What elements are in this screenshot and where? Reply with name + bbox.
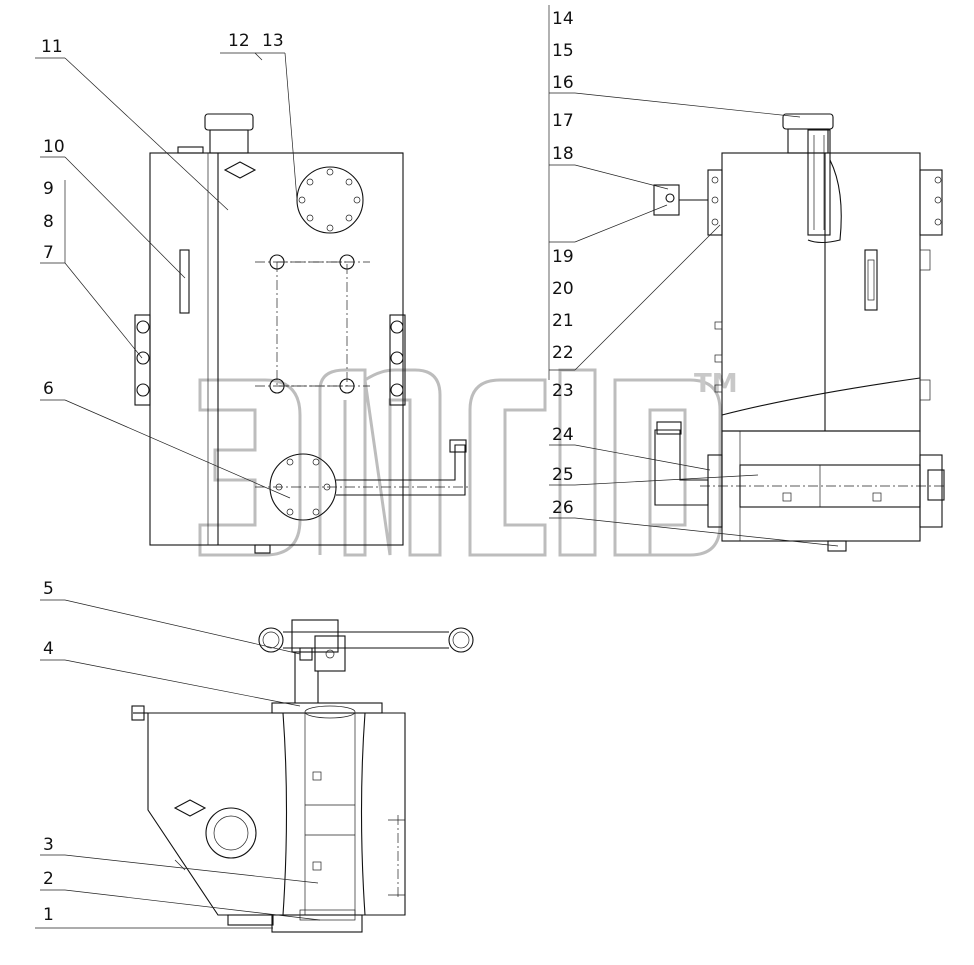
watermark-logo: TM: [198, 368, 738, 557]
callout-labels: 11 12 13 10 9 8 7 6 14 15 16 17 18 19 20…: [41, 9, 574, 925]
callout-24: 24: [552, 425, 574, 445]
callout-12: 12: [228, 31, 250, 51]
callout-22: 22: [552, 343, 574, 363]
callout-9: 9: [43, 179, 54, 199]
side-view: [653, 113, 945, 552]
callout-26: 26: [552, 498, 574, 518]
callout-17: 17: [552, 111, 574, 131]
callout-5: 5: [43, 579, 54, 599]
watermark-tm: TM: [694, 369, 738, 399]
callout-20: 20: [552, 279, 574, 299]
callout-6: 6: [43, 379, 54, 399]
callout-18: 18: [552, 144, 574, 164]
callout-2: 2: [43, 869, 54, 889]
callout-leaders: [35, 5, 839, 929]
callout-8: 8: [43, 212, 54, 232]
callout-10: 10: [43, 137, 65, 157]
front-view: [134, 113, 470, 554]
callout-19: 19: [552, 247, 574, 267]
callout-14: 14: [552, 9, 574, 29]
callout-25: 25: [552, 465, 574, 485]
callout-16: 16: [552, 73, 574, 93]
callout-3: 3: [43, 835, 54, 855]
section-view: [131, 619, 474, 933]
callout-21: 21: [552, 311, 574, 331]
callout-15: 15: [552, 41, 574, 61]
callout-7: 7: [43, 243, 54, 263]
callout-11: 11: [41, 37, 63, 57]
callout-13: 13: [262, 31, 284, 51]
callout-1: 1: [43, 905, 54, 925]
callout-23: 23: [552, 381, 574, 401]
callout-4: 4: [43, 639, 54, 659]
